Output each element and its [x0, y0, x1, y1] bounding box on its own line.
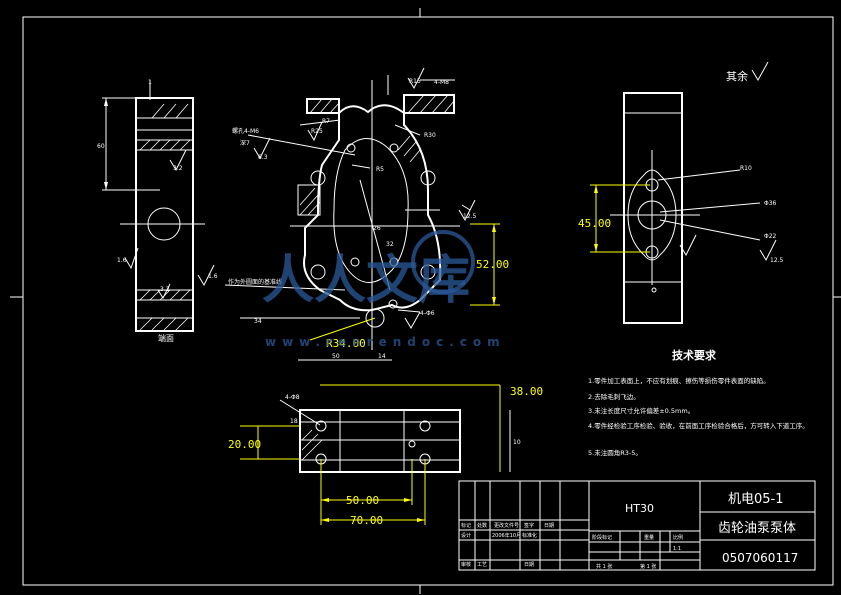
tb-row-label2: 审核 — [461, 561, 471, 568]
tech-item: 2.去除毛刺飞边。 — [588, 392, 640, 401]
drawing-text: 其余 技术要求 1.零件加工表面上，不应有划痕、擦伤等损伤零件表面的缺陷。 2.… — [97, 69, 809, 570]
dim-20: 20.00 — [228, 438, 261, 451]
rough-32: 3.2 — [173, 165, 183, 172]
thread-note: 螺孔4-M6 — [232, 127, 259, 135]
tech-title: 技术要求 — [672, 348, 717, 362]
tb-student-no: 0507060117 — [722, 551, 798, 565]
tb-row-label: 处数 — [477, 522, 487, 529]
dim-10: 10 — [513, 439, 521, 446]
rough-63: 6.3 — [258, 154, 268, 161]
rough-32b: 3.2 — [160, 286, 170, 293]
dim-18: 18 — [290, 418, 298, 425]
tech-item: 3.未注长度尺寸允许偏差±0.5mm。 — [588, 406, 694, 415]
right-view — [590, 61, 777, 324]
roughness-note: 其余 — [726, 69, 748, 83]
dim-14: 14 — [378, 353, 386, 360]
dim-4-6: 4-Φ6 — [420, 310, 435, 317]
tb-scale: 1:1 — [673, 546, 681, 552]
dim-r30: R30 — [424, 132, 436, 139]
rough-125b: 12.5 — [463, 213, 477, 220]
tb-stage: 阶段标记 — [592, 534, 612, 541]
depth-note: 深7 — [240, 139, 250, 147]
dim-32: 32 — [386, 241, 394, 248]
tb-row-label: 标记 — [461, 522, 471, 529]
bottom-view — [240, 384, 511, 525]
dim-r7: R7 — [322, 118, 330, 125]
dim-r15: R15 — [409, 78, 421, 85]
watermark: 人人文库 www.renrendoc.com — [262, 230, 506, 349]
tech-item: 1.零件加工表面上，不应有划痕、擦伤等损伤零件表面的缺陷。 — [588, 376, 770, 385]
dim-phi36: Φ36 — [764, 200, 777, 207]
title-block — [458, 480, 816, 571]
tb-row-label2: 日期 — [524, 562, 534, 568]
dim-r5: R5 — [376, 166, 384, 173]
dim-50: 50.00 — [346, 494, 379, 507]
hole-note: 4-M8 — [434, 79, 449, 86]
tb-row-label2: 设计 — [461, 532, 471, 539]
tb-sheet: 共 1 张 — [596, 563, 612, 570]
dim-52: 52.00 — [476, 258, 509, 271]
dim-38: 38.00 — [510, 385, 543, 398]
dim-4phi8: 4-Φ8 — [285, 394, 300, 401]
tb-row-label: 日期 — [544, 523, 554, 529]
left-section-view — [102, 80, 215, 332]
left-view-caption: 端面 — [158, 333, 174, 343]
tb-material: HT30 — [625, 502, 654, 515]
dim-top-small: 1 — [148, 79, 152, 86]
tb-row-label2: 工艺 — [477, 562, 487, 568]
drawing-frame — [10, 8, 841, 594]
dim-26: 26 — [373, 225, 381, 232]
dim-34: 34 — [254, 318, 262, 325]
tb-part-name: 齿轮油泵泵体 — [718, 521, 796, 536]
rough-16a: 1.6 — [117, 257, 127, 264]
tech-item: 4.零件经检验工序检验、验收，在前面工序检验合格后，方可转入下道工序。 — [588, 421, 809, 430]
rough-16b: 1.6 — [208, 273, 218, 280]
watermark-text: 人人文库 — [262, 251, 470, 311]
tech-item: 5.未注圆角R3-5。 — [588, 448, 642, 457]
dim-phi22: Φ22 — [764, 233, 777, 240]
dim-r10: R10 — [740, 165, 752, 172]
tb-design-name: 2006年10月 — [492, 532, 521, 539]
tb-row-label: 更改文件号 — [494, 522, 519, 529]
watermark-url: www.renrendoc.com — [265, 335, 506, 349]
tb-project: 机电05-1 — [728, 492, 784, 507]
dim-r34: R34.00 — [326, 337, 366, 350]
tb-stage: 重量 — [644, 534, 654, 541]
tb-sheet2: 第 1 张 — [640, 563, 656, 570]
dim-45: 45.00 — [578, 217, 611, 230]
front-view — [224, 67, 500, 361]
rough-125: 12.5 — [770, 257, 784, 264]
tb-stage: 比例 — [673, 534, 683, 541]
dim-r25: R25 — [311, 128, 323, 135]
tb-row-label2: 标准化 — [522, 532, 537, 539]
dim-50w: 50 — [332, 353, 340, 360]
tb-row-label: 签字 — [524, 522, 534, 529]
dim-70: 70.00 — [350, 514, 383, 527]
note-pump: 作为外圆面的基准线 — [228, 278, 282, 286]
dim-left-height: 60 — [97, 143, 105, 150]
